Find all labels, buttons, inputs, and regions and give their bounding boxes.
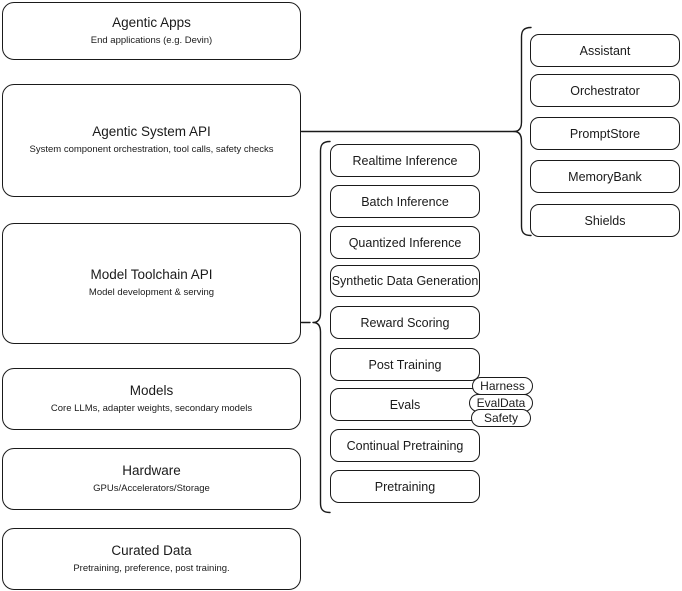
- layer-model-toolchain-api[interactable]: Model Toolchain API Model development & …: [2, 223, 301, 344]
- layer-hardware[interactable]: Hardware GPUs/Accelerators/Storage: [2, 448, 301, 510]
- system-component-assistant[interactable]: Assistant: [530, 34, 680, 67]
- layer-agentic-apps[interactable]: Agentic Apps End applications (e.g. Devi…: [2, 2, 301, 60]
- layer-subtitle: Model development & serving: [88, 287, 215, 299]
- layer-subtitle: Pretraining, preference, post training.: [73, 562, 230, 574]
- layer-title: Hardware: [122, 462, 181, 478]
- system-component-shields[interactable]: Shields: [530, 204, 680, 237]
- layer-title: Model Toolchain API: [90, 267, 213, 283]
- system-component-promptstore[interactable]: PromptStore: [530, 117, 680, 150]
- layer-models[interactable]: Models Core LLMs, adapter weights, secon…: [2, 368, 301, 430]
- layer-agentic-system-api[interactable]: Agentic System API System component orch…: [2, 84, 301, 197]
- capability-synthetic-data-generation[interactable]: Synthetic Data Generation: [330, 265, 480, 297]
- brace-system-components: [513, 26, 532, 237]
- brace-toolchain-capabilities: [312, 140, 331, 514]
- evals-subcomponent-safety[interactable]: Safety: [471, 409, 531, 427]
- capability-realtime-inference[interactable]: Realtime Inference: [330, 144, 480, 177]
- evals-subcomponent-harness[interactable]: Harness: [472, 377, 533, 395]
- capability-batch-inference[interactable]: Batch Inference: [330, 185, 480, 218]
- capability-post-training[interactable]: Post Training: [330, 348, 480, 381]
- capability-evals[interactable]: Evals: [330, 388, 480, 421]
- layer-subtitle: Core LLMs, adapter weights, secondary mo…: [50, 402, 253, 414]
- layer-title: Models: [129, 382, 174, 398]
- capability-continual-pretraining[interactable]: Continual Pretraining: [330, 429, 480, 462]
- layer-subtitle: GPUs/Accelerators/Storage: [93, 482, 210, 494]
- layer-title: Agentic System API: [92, 124, 211, 140]
- layer-title: Curated Data: [111, 542, 192, 558]
- layer-curated-data[interactable]: Curated Data Pretraining, preference, po…: [2, 528, 301, 590]
- system-component-memorybank[interactable]: MemoryBank: [530, 160, 680, 193]
- system-component-orchestrator[interactable]: Orchestrator: [530, 74, 680, 107]
- capability-quantized-inference[interactable]: Quantized Inference: [330, 226, 480, 259]
- layer-subtitle: System component orchestration, tool cal…: [29, 144, 274, 156]
- capability-reward-scoring[interactable]: Reward Scoring: [330, 306, 480, 339]
- layer-title: Agentic Apps: [112, 14, 191, 30]
- layer-subtitle: End applications (e.g. Devin): [90, 34, 213, 46]
- capability-pretraining[interactable]: Pretraining: [330, 470, 480, 503]
